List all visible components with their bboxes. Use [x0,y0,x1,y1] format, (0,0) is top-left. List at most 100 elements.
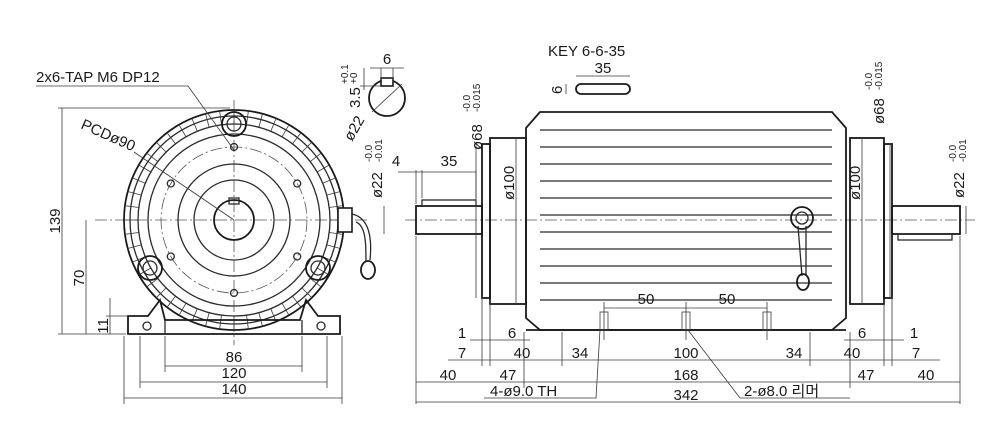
ground-wire-2 [355,221,367,263]
hole-spacing-2-label: 50 [719,291,736,308]
fin-line [292,132,302,145]
row2-center-100: 100 [673,345,698,362]
right-flange-dia-label: ø100 [847,166,864,200]
hole-spacing-1-label: 50 [638,291,655,308]
fin-line [322,177,336,184]
fin-line [219,315,222,330]
row2-left-34: 34 [572,345,589,362]
row3-left-40: 40 [440,367,457,384]
row1-right-1: 1 [910,325,918,342]
right-boss-hole [310,260,326,276]
row2-left-40: 40 [514,345,531,362]
right-shaft-dia-label: ø22 [951,172,968,198]
fin-line [178,302,187,316]
ream-holes-note: 2-ø8.0 리머 [744,383,819,400]
key-depth-tol-upper: +0.1 [340,64,351,84]
row1-left-1: 1 [458,325,466,342]
ground-wire [351,213,372,261]
dim-139-label: 139 [47,208,64,233]
fin-line [246,110,249,125]
fin-line [301,287,313,299]
overall-length-label: 342 [673,387,698,404]
fin-line [219,110,222,125]
key-length-label: 35 [595,60,612,77]
left-shaft-tol-lower: -0.01 [374,139,385,162]
key-section-detail: 6 3.5 +0.1 +0 ø22 [340,51,406,144]
row2-right-7: 7 [912,345,920,362]
left-bearing-dia-label: ø68 [469,124,486,150]
fin-line [281,124,290,138]
left-bearing-tol-upper: -0.0 [462,94,473,112]
fin-line [281,302,290,316]
key-shaft-dia-label: ø22 [341,113,369,144]
left-shield-lip [481,143,491,299]
bearing-boss-inner [193,179,275,261]
top-boss-hole [226,116,242,132]
left-flange-dia-label: ø100 [501,166,518,200]
dim-11-label: 11 [95,318,112,334]
right-shaft-tol-upper: -0.0 [948,144,959,162]
left-boss-hole [142,260,158,276]
row2-left-7: 7 [458,345,466,362]
fin-line [309,278,322,288]
fin-line [166,132,176,145]
ream-holes-leader [687,329,850,399]
fin-line [124,232,139,235]
row3-left-47: 47 [500,367,517,384]
left-bearing-tol-lower: -0.015 [472,83,483,112]
key-depth-label: 3.5 [347,87,364,108]
key-part [575,83,631,95]
mount-holes [599,311,772,331]
right-shield-lip [883,143,893,299]
mount-holes-leader [484,329,601,399]
tap-hole [166,179,175,188]
row2-right-34: 34 [786,345,803,362]
right-end-shield [849,137,885,305]
fin-line [166,295,176,308]
front-shaft [213,199,255,241]
fin-line [316,164,330,173]
key-dia-leader [371,83,403,113]
ground-lug [360,260,376,280]
key-width-label: 6 [383,51,391,68]
fin-line [146,152,159,162]
right-bearing-tol-lower: -0.015 [874,61,885,90]
bearing-boss-outer [177,163,291,277]
row1-right-6: 6 [858,325,866,342]
fin-line [258,113,263,128]
fin-line [127,191,142,196]
key-depth-tol-lower: +0 [349,72,360,84]
fin-line [309,152,322,162]
top-boss [221,111,247,137]
fin-line [127,244,142,249]
end-cover-step [147,133,321,307]
fin-line [326,191,341,196]
fin-line [246,315,249,330]
fin-line [138,164,152,173]
motor-foot [127,297,341,335]
right-boss [305,255,331,281]
dim-120-label: 120 [221,365,246,382]
fin-line [178,124,187,138]
pcd-note: PCDø90 [78,116,137,155]
fin-line [138,267,152,276]
dim-86-label: 86 [226,349,243,366]
dim-140-label: 140 [221,381,246,398]
fin-line [146,278,159,288]
end-cover-rim [137,123,331,317]
key-spec-label: KEY 6-6-35 [548,43,625,60]
front-view: 139 70 11 86 120 140 2x6-TAP M6 DP12 PCD… [36,69,376,404]
left-end-shield [489,137,527,305]
side-lug [796,273,810,291]
foot-slot-right [316,321,326,331]
side-terminal [790,206,814,230]
fin-line [191,118,198,132]
motor-frame [525,111,847,331]
side-terminal-inner [795,211,809,225]
dim-35-label: 35 [441,153,458,170]
tap-hole [293,252,302,261]
fin-line [326,244,341,249]
key-thick-label: 6 [549,86,566,94]
